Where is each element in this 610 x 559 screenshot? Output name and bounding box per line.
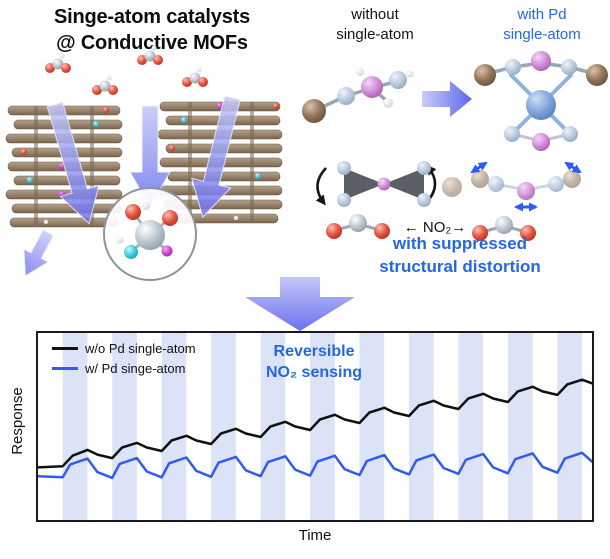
suppressed-distortion-line1: with suppressed <box>392 234 528 253</box>
gas-molecules <box>45 45 208 95</box>
no2-molecule-left <box>326 214 390 239</box>
without-label: without single-atom <box>312 5 438 44</box>
suppressed-motion-arrow-icon <box>470 161 488 174</box>
adsorption-down-arrows <box>23 95 241 277</box>
legend-item: w/o Pd single-atom <box>52 341 196 356</box>
y-axis-label: Response <box>9 387 26 455</box>
down-arrow-icon <box>191 95 241 219</box>
response-chart: w/o Pd single-atom w/ Pd singe-atom Reve… <box>36 331 594 522</box>
with-pd-structure <box>474 51 608 151</box>
no2-molecule-right <box>472 216 536 241</box>
active-site-magnifier <box>103 187 197 281</box>
distorted-structure <box>315 161 462 207</box>
suppressed-distortion-label: with suppressed structural distortion <box>325 233 595 279</box>
without-label-line2: single-atom <box>336 25 414 43</box>
suppressed-motion-arrow-icon <box>564 161 582 174</box>
legend-swatch <box>52 347 78 350</box>
with-pd-label-line1: with Pd <box>517 6 567 23</box>
distortion-arrow-icon <box>315 167 327 206</box>
suppressed-distortion-line2: structural distortion <box>379 256 541 276</box>
figure-title-line2: @ Conductive MOFs <box>56 32 248 54</box>
suppressed-structure <box>470 161 582 212</box>
legend-label: w/o Pd single-atom <box>85 341 196 356</box>
chart-annotation: Reversible NO₂ sensing <box>228 342 400 384</box>
mof-illustration <box>5 45 283 281</box>
chart-legend: w/o Pd single-atom w/ Pd singe-atom <box>52 341 196 381</box>
chart-annotation-line1: Reversible <box>273 343 355 360</box>
figure-title-line1: Singe-atom catalysts <box>53 6 251 28</box>
x-axis-label: Time <box>298 527 332 544</box>
flow-down-arrow-icon <box>245 277 355 331</box>
transform-right-arrow-icon <box>422 81 472 117</box>
legend-label: w/ Pd singe-atom <box>85 361 186 376</box>
chart-annotation-line2: NO₂ sensing <box>265 363 362 381</box>
no2-exchange-label: ← NO₂→ <box>403 219 467 236</box>
down-arrow-icon <box>23 229 55 277</box>
down-arrow-icon <box>46 101 100 225</box>
without-label-line1: without <box>351 6 399 23</box>
legend-swatch <box>52 367 78 370</box>
with-pd-label-line2: single-atom <box>503 25 581 43</box>
legend-item: w/ Pd singe-atom <box>52 361 196 376</box>
molecule-comparison-illustration <box>302 51 608 241</box>
with-pd-label: with Pd single-atom <box>478 5 606 44</box>
figure-title: Singe-atom catalysts @ Conductive MOFs <box>6 4 298 56</box>
without-structure <box>302 68 414 123</box>
chart-canvas <box>38 333 592 520</box>
